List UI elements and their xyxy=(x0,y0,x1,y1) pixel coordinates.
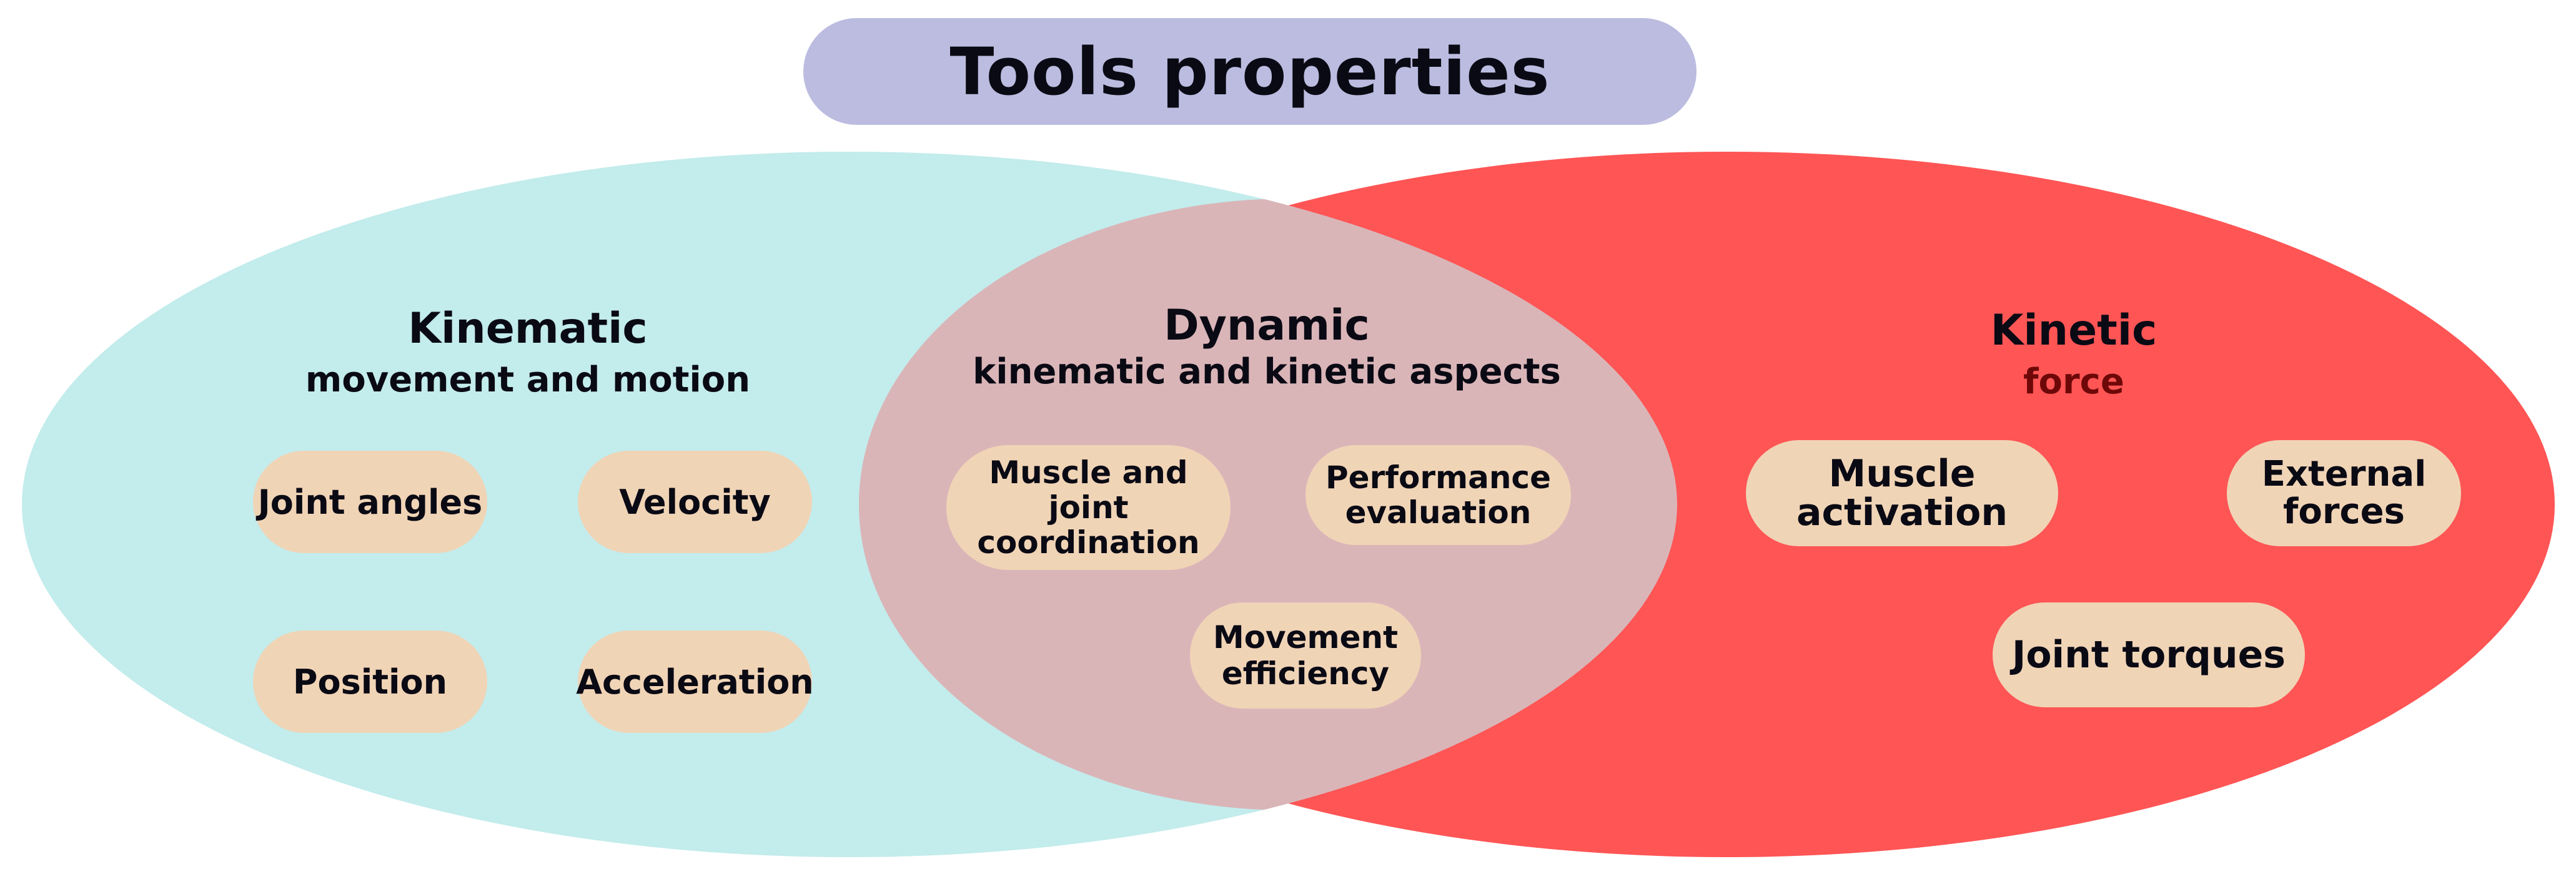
dynamic-subtitle: kinematic and kinetic aspects xyxy=(973,351,1561,392)
kinetic-title: Kinetic xyxy=(1990,306,2157,355)
kinematic-item-velocity: Velocity xyxy=(578,451,812,553)
dynamic-title: Dynamic xyxy=(1164,301,1370,350)
kinetic-subtitle: force xyxy=(2023,361,2124,402)
title-pill: Tools properties xyxy=(803,18,1697,125)
dynamic-item-movement-efficiency: Movement efficiency xyxy=(1190,602,1421,709)
kinematic-subtitle: movement and motion xyxy=(305,360,751,400)
kinematic-item-joint-angles: Joint angles xyxy=(253,451,487,553)
dynamic-overlap-region xyxy=(859,199,1677,810)
kinetic-item-muscle-activation: Muscle activation xyxy=(1746,440,2058,546)
kinematic-item-position: Position xyxy=(253,631,487,733)
kinetic-item-joint-torques: Joint torques xyxy=(1993,602,2305,707)
kinematic-title: Kinematic xyxy=(408,304,648,353)
kinematic-heading: Kinematic movement and motion xyxy=(305,303,750,405)
kinematic-item-acceleration: Acceleration xyxy=(576,631,814,733)
dynamic-item-muscle-joint-coordination: Muscle and joint coordination xyxy=(946,445,1231,570)
page-title: Tools properties xyxy=(949,33,1550,110)
kinetic-item-external-forces: External forces xyxy=(2227,440,2461,546)
dynamic-heading: Dynamic kinematic and kinetic aspects xyxy=(973,300,1561,392)
kinetic-heading: Kinetic force xyxy=(1991,305,2157,407)
dynamic-item-performance-evaluation: Performance evaluation xyxy=(1305,445,1571,545)
